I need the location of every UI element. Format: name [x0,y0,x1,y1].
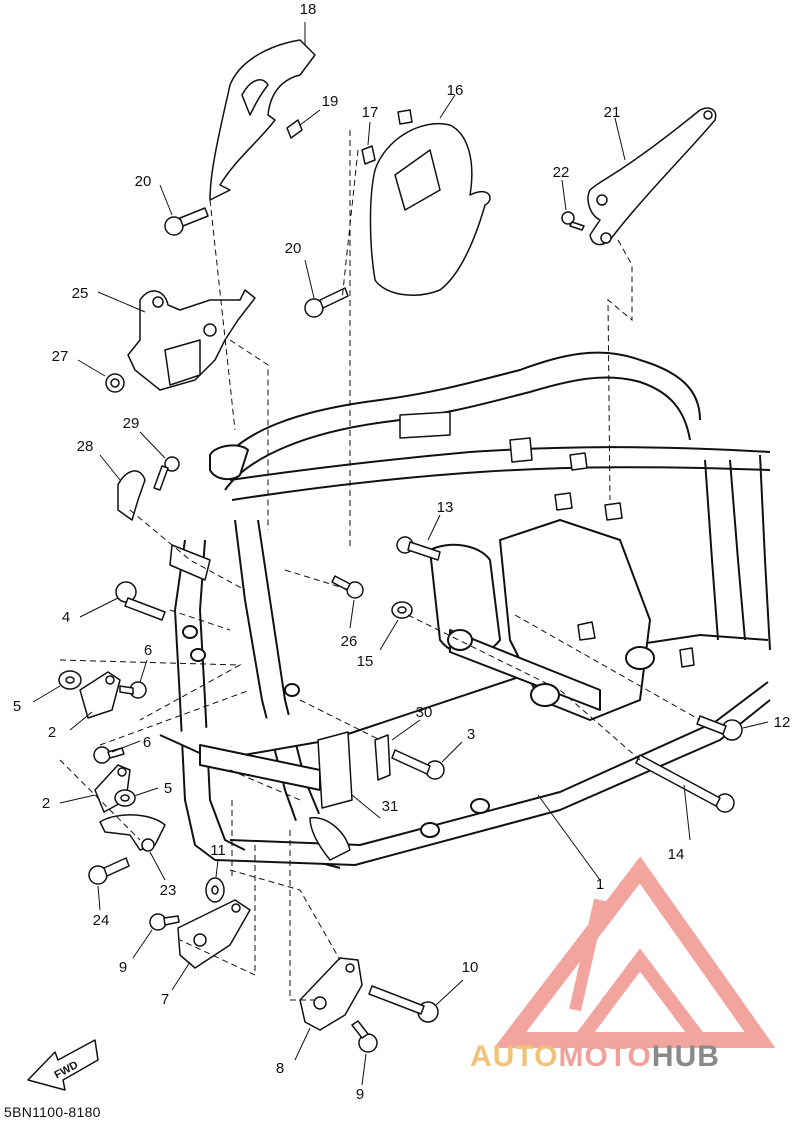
part-10-bolt [368,979,464,1023]
label-16: 16 [447,82,464,99]
part-29-bolt [139,431,180,491]
label-20-upper: 20 [135,173,152,190]
part-30-bracket [374,719,421,781]
label-27: 27 [52,348,69,365]
label-2-lower: 2 [42,795,50,812]
part-26-bolt [331,575,364,629]
label-21: 21 [604,104,621,121]
label-6-lower: 6 [143,734,151,751]
label-18: 18 [300,1,317,18]
part-17-tab [361,145,376,165]
label-5-upper: 5 [13,698,21,715]
part-9-bolt-lower [351,1020,378,1086]
label-23: 23 [160,882,177,899]
part-6-bolt-lower [93,740,141,764]
part-16-cover [369,94,491,296]
label-4: 4 [62,609,70,626]
part-4-bolt [79,581,166,621]
part-18-cover [209,22,316,201]
part-6-bolt-upper [119,659,148,699]
label-28: 28 [77,438,94,455]
part-11-washer [205,859,225,903]
part-22-bolt [561,179,585,231]
part-5-washer-lower [114,787,159,807]
part-14-bolt [635,754,735,841]
label-25: 25 [72,285,89,302]
part-12-bolt [696,715,769,741]
part-27-nut [77,359,125,393]
label-2-upper: 2 [48,724,56,741]
label-30: 30 [416,704,433,721]
label-3: 3 [467,726,475,743]
label-24: 24 [93,912,110,929]
label-15: 15 [357,653,374,670]
callout-labels: 18 19 17 16 21 22 20 20 25 27 29 28 13 4… [13,1,791,1103]
part-3-bolt [391,741,463,780]
part-19-decal [286,119,303,139]
part-9-bolt-upper [132,913,180,959]
watermark-brand: AUTOMOTOHUB [470,1040,795,1074]
label-17: 17 [362,104,379,121]
label-11: 11 [210,842,226,859]
label-1: 1 [596,876,604,893]
part-5-washer-upper [32,670,82,703]
label-9-upper: 9 [119,959,127,976]
part-24-bolt [88,857,130,911]
watermark-word-moto: MOTO [558,1040,652,1073]
label-8: 8 [276,1060,284,1077]
part-13-bolt [396,514,441,561]
part-7-plate [171,899,251,991]
watermark-word-hub: HUB [651,1040,720,1073]
label-13: 13 [437,499,454,516]
label-31: 31 [382,798,399,815]
watermark-word-auto: AUTO [470,1040,559,1073]
label-20-lower: 20 [285,240,302,257]
label-6-upper: 6 [144,642,152,659]
part-15-washer [379,601,413,651]
diagram-reference-code: 5BN1100-8180 [4,1104,101,1120]
part-20-bolt-upper [159,184,209,236]
label-10: 10 [462,959,479,976]
part-28-bracket [99,454,146,521]
part-25-bracket [97,289,256,391]
label-26: 26 [341,633,358,650]
part-8-plate [294,957,363,1061]
label-5-lower: 5 [164,780,172,797]
label-29: 29 [123,415,140,432]
assembly-guide-lines [59,130,701,1001]
label-14: 14 [668,846,685,863]
part-20-bolt-lower [304,259,349,318]
label-9-lower: 9 [356,1086,364,1103]
part-2-plate-upper [69,671,121,731]
label-19: 19 [322,93,339,110]
part-21-bracket [587,107,717,246]
label-12: 12 [774,714,791,731]
main-frame [159,351,771,869]
label-22: 22 [553,164,570,181]
watermark-logo [493,856,776,1048]
label-7: 7 [161,991,169,1008]
fwd-direction-arrow: FWD [27,1039,99,1091]
